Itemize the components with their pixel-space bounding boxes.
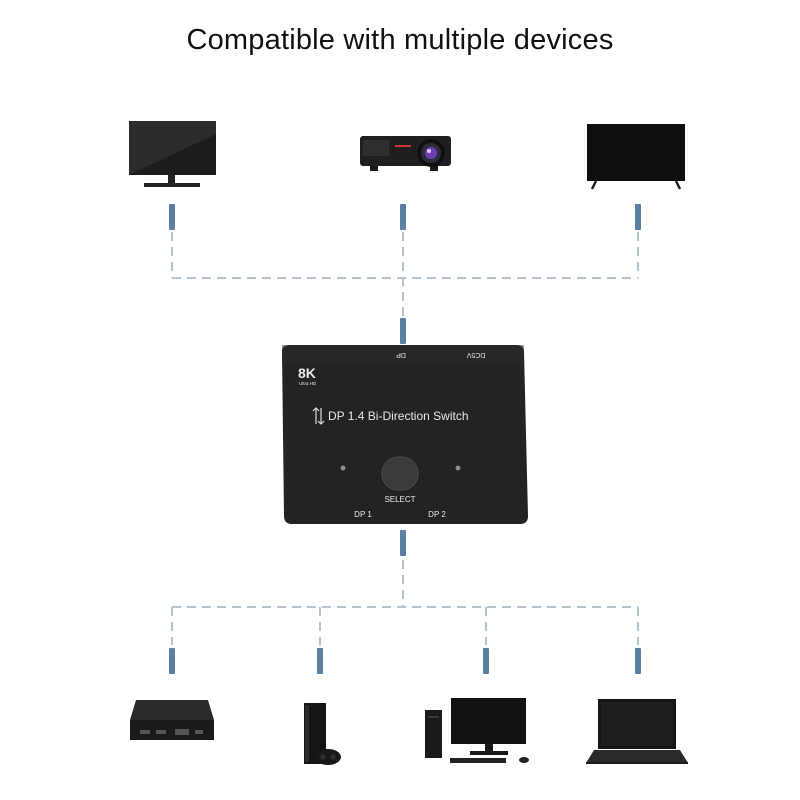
switch-badge-sub: Ultra HD bbox=[299, 381, 317, 386]
bottom-plugs bbox=[169, 530, 641, 674]
switch-port-dp-label: DP bbox=[396, 351, 406, 358]
plug-monitor bbox=[169, 204, 175, 230]
projector-icon bbox=[360, 136, 451, 171]
page-title: Compatible with multiple devices bbox=[186, 24, 614, 56]
desktop-pc-icon bbox=[425, 698, 529, 763]
laptop-icon bbox=[586, 699, 688, 764]
plug-tv-box bbox=[169, 648, 175, 674]
bottom-connectors bbox=[171, 560, 639, 645]
plug-console bbox=[317, 648, 323, 674]
plug-switch-bottom bbox=[400, 530, 406, 556]
game-console-icon bbox=[304, 703, 341, 765]
plug-switch-top bbox=[400, 318, 406, 344]
dp1-indicator-led bbox=[340, 465, 346, 471]
switch-product-name: DP 1.4 Bi-Direction Switch bbox=[328, 409, 469, 423]
select-button-label: SELECT bbox=[384, 495, 415, 504]
switch-left-port-label: DP 1 bbox=[354, 510, 372, 519]
monitor-icon bbox=[129, 121, 216, 187]
plug-tv bbox=[635, 204, 641, 230]
switch-right-port-label: DP 2 bbox=[428, 510, 446, 519]
bidirection-arrows-icon bbox=[312, 407, 325, 425]
dp-switch-device: 8K Ultra HD DP DC5V DP 1.4 Bi-Direction … bbox=[282, 345, 528, 524]
plug-desktop bbox=[483, 648, 489, 674]
tv-icon bbox=[587, 124, 685, 190]
dp2-indicator-led bbox=[455, 465, 461, 471]
plug-projector bbox=[400, 204, 406, 230]
top-plugs bbox=[169, 204, 641, 344]
switch-port-dc-label: DC5V bbox=[466, 351, 485, 358]
tv-box-icon bbox=[130, 700, 214, 740]
top-connectors bbox=[171, 232, 639, 318]
plug-laptop bbox=[635, 648, 641, 674]
select-button bbox=[381, 456, 419, 491]
switch-badge-main: 8K bbox=[298, 365, 316, 381]
